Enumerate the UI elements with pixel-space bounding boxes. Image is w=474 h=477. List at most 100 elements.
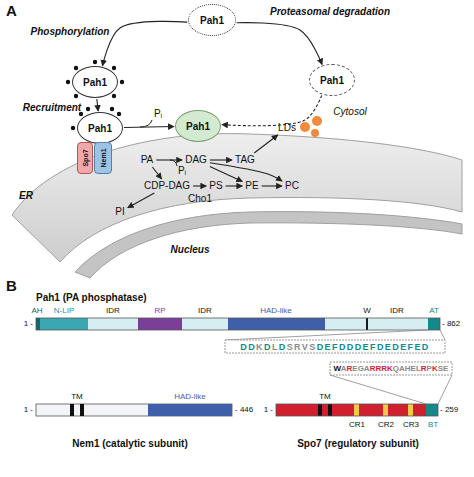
node-text: Pah1	[200, 15, 224, 26]
residue: K	[256, 342, 264, 352]
label-text: - 862	[442, 320, 460, 328]
zoom-line	[440, 330, 445, 340]
residue: D	[347, 342, 355, 352]
lipid-label: PS	[207, 180, 224, 192]
label-text: HAD-like	[174, 393, 206, 401]
residue: D	[248, 342, 256, 352]
residue: H	[405, 364, 411, 373]
residue: P	[427, 364, 432, 373]
phosphate-dot	[117, 112, 121, 116]
residue: F	[332, 342, 339, 352]
node-text: Spo7	[82, 149, 89, 166]
residue: E	[352, 364, 357, 373]
arrow	[97, 99, 98, 111]
phosphate-dot	[112, 66, 116, 70]
residue: S	[287, 342, 294, 352]
spo7-cr	[354, 404, 359, 416]
edge-label: Pᵢ	[178, 166, 186, 176]
spo7-cr	[383, 404, 388, 416]
label-text: BT	[428, 421, 438, 429]
residue: E	[443, 364, 448, 373]
label-text: 1 -	[264, 406, 273, 414]
residue: R	[421, 364, 427, 373]
residue: F	[370, 342, 377, 352]
residue: D	[377, 342, 385, 352]
residue: K	[387, 364, 393, 373]
lipid-droplet	[311, 129, 319, 137]
arrow	[156, 159, 182, 160]
node-text: Pah1	[186, 121, 210, 132]
label-text: TM	[319, 393, 331, 401]
residue: D	[392, 342, 400, 352]
sequence-text: WAREGARRRKQAHELRPKSE	[334, 365, 449, 373]
spo7-bar	[276, 404, 426, 416]
pah1-idr	[325, 318, 428, 330]
label-text: W	[363, 307, 371, 315]
lipid-label: PC	[283, 180, 301, 192]
residue: E	[414, 342, 421, 352]
arrow	[102, 21, 187, 65]
node-text: PI	[115, 206, 124, 217]
lipid-droplet	[300, 122, 310, 132]
lipid-label: PI	[113, 206, 126, 218]
residue: W	[334, 364, 341, 373]
pah1-at	[428, 318, 440, 330]
pah1-rp	[138, 318, 182, 330]
residue: K	[432, 364, 438, 373]
dashed-arrow	[222, 95, 322, 125]
pah1-idr	[182, 318, 228, 330]
nem1-subunit: Nem1	[94, 142, 112, 174]
label-text: B	[6, 278, 17, 293]
arrow	[193, 185, 206, 186]
label-text: Pah1 (PA phosphatase)	[36, 293, 147, 303]
node-text: Pah1	[88, 123, 112, 134]
phospho-pah1: Pah1	[77, 112, 123, 144]
residue: E	[400, 342, 407, 352]
node-text: Pah1	[83, 77, 107, 88]
residue: V	[302, 342, 309, 352]
arrow	[210, 163, 282, 181]
edge-label: Recruitment	[23, 103, 81, 113]
node-text: DAG	[185, 154, 207, 165]
label-text: - 446	[235, 406, 253, 414]
label-text: HAD-like	[260, 307, 292, 315]
arrow	[128, 193, 155, 208]
arrow	[210, 159, 232, 160]
residue: R	[294, 342, 302, 352]
phosphate-dot	[110, 107, 114, 111]
label-text: TM	[71, 393, 83, 401]
residue: D	[279, 342, 287, 352]
pah1-protein: Pah1	[188, 4, 236, 36]
phosphate-dot	[66, 80, 70, 84]
pah1-had	[228, 318, 325, 330]
residue: A	[341, 364, 347, 373]
zoom-line	[225, 330, 428, 340]
label-text: ER	[19, 191, 33, 201]
node-text: CDP-DAG	[144, 180, 190, 191]
sequence-box	[330, 362, 452, 375]
sequence-box	[225, 340, 445, 353]
node-text: TAG	[235, 154, 255, 165]
residue: R	[347, 364, 353, 373]
zoom-line	[330, 375, 426, 404]
residue: D	[264, 342, 272, 352]
residue: S	[309, 342, 316, 352]
pah1-idr	[88, 318, 138, 330]
label-text: CR3	[403, 421, 419, 429]
residue: D	[240, 342, 248, 352]
label-text: Cytosol	[333, 107, 366, 117]
label-text: IDR	[390, 307, 404, 315]
residue: E	[363, 342, 370, 352]
edge-label: Cho1	[188, 194, 212, 204]
residue: A	[399, 364, 405, 373]
lipid-label: PE	[243, 180, 260, 192]
pah1-w	[366, 318, 368, 330]
residue: D	[317, 342, 325, 352]
residue: R	[375, 364, 381, 373]
pah1-ah	[36, 318, 40, 330]
residue: R	[370, 364, 376, 373]
label-text: IDR	[106, 307, 120, 315]
nuclear-envelope	[75, 212, 462, 278]
label-text: Nucleus	[171, 245, 210, 255]
lipid-label: CDP-DAG	[142, 180, 192, 192]
